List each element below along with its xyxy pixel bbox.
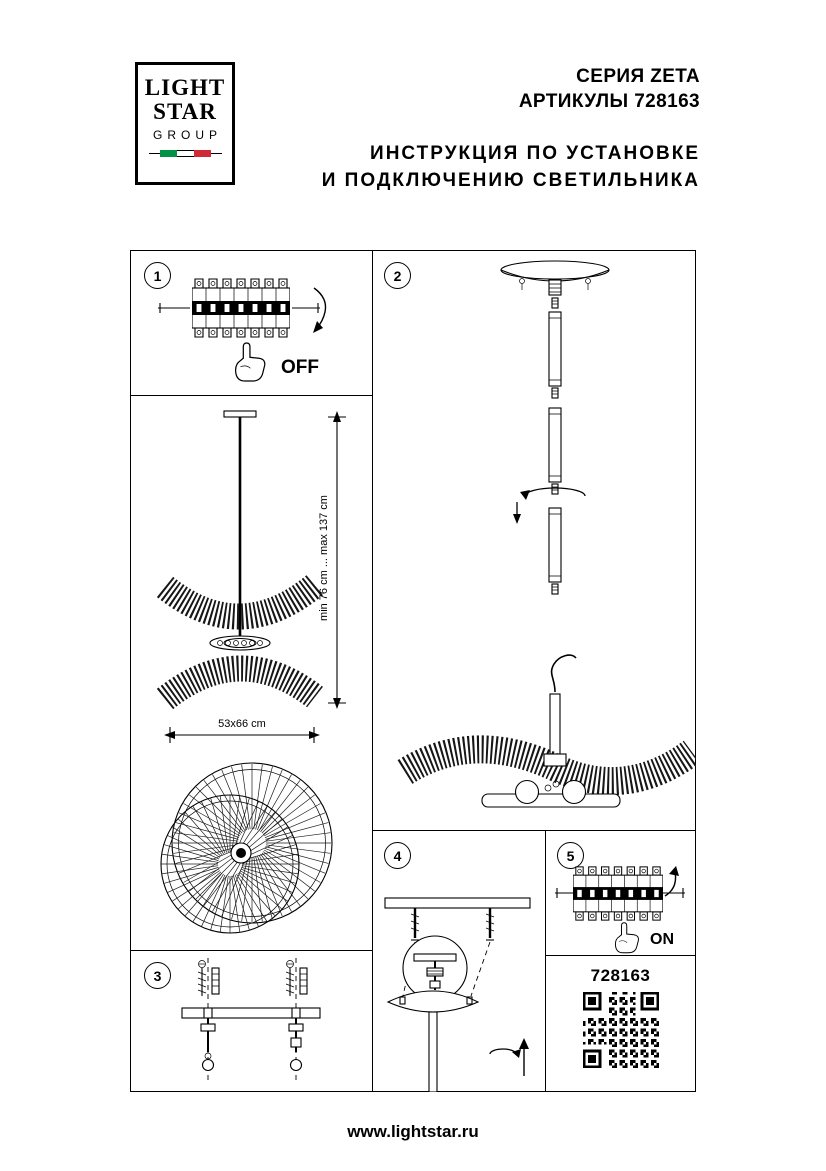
detail-magnifier-circle	[402, 935, 468, 1001]
hanging-screw-icon	[410, 908, 420, 941]
height-dimension-label: min 76 cm ... max 137 cm	[318, 495, 330, 621]
grid-divider	[130, 950, 372, 951]
hand-icon	[614, 922, 639, 954]
on-label: ON	[650, 931, 674, 948]
article-number-title: АРТИКУЛЫ 728163	[518, 91, 700, 112]
breaker-on-illustration: ON	[555, 866, 685, 954]
anchor-screw-icon	[197, 960, 220, 996]
lamp-assembly-drawing	[397, 654, 696, 808]
logo-word-light: LIGHT	[144, 75, 226, 100]
instruction-title-line2: И ПОДКЛЮЧЕНИЮ СВЕТИЛЬНИКА	[321, 170, 700, 191]
grid-divider	[545, 955, 696, 956]
canopy-drawing	[386, 990, 480, 1092]
step4-panel	[372, 830, 545, 1092]
diagram-frame	[130, 250, 696, 1092]
qr-code-wrap	[583, 992, 659, 1073]
circuit-breaker-icon	[192, 278, 290, 338]
step3-panel	[130, 950, 372, 1092]
header-series-block: СЕРИЯ ZETA АРТИКУЛЫ 728163	[519, 64, 700, 114]
logo-word-group: GROUP	[152, 128, 222, 143]
ceiling-plate-drawing	[223, 410, 257, 418]
step2-panel	[372, 250, 696, 830]
rotate-arrow-icon	[489, 1048, 521, 1058]
lamp-dimensions-illustration: min 76 cm ... max 137 cm 53x66 cm	[156, 410, 346, 934]
off-label: OFF	[281, 357, 319, 378]
canopy-drawing	[500, 260, 610, 296]
rotate-arrow-icon	[513, 487, 586, 524]
instruction-title-line1: ИНСТРУКЦИЯ ПО УСТАНОВКЕ	[370, 143, 700, 164]
italian-flag-icon	[138, 150, 232, 158]
hanging-screw-icon	[485, 908, 495, 941]
mounted-bar-drawing	[384, 897, 531, 909]
grid-divider	[372, 250, 373, 1092]
rod-sections-drawing	[548, 297, 562, 595]
step-2-badge: 2	[384, 262, 411, 289]
website-url: www.lightstar.ru	[347, 1122, 479, 1141]
lamp-top-view-drawing	[160, 762, 333, 934]
width-dimension: 53x66 cm	[164, 718, 320, 743]
header-instruction-block: ИНСТРУКЦИЯ ПО УСТАНОВКЕ И ПОДКЛЮЧЕНИЮ СВ…	[322, 140, 700, 194]
logo-word-star: STAR	[153, 99, 217, 125]
bracket-illustration	[181, 958, 321, 1084]
grid-divider	[545, 830, 546, 1092]
qr-code	[583, 992, 659, 1068]
step-5-badge: 5	[557, 842, 584, 869]
mounting-bar-drawing	[181, 1007, 321, 1019]
anchor-screw-icon	[285, 960, 308, 996]
canopy-mounting-illustration	[384, 897, 531, 1092]
article-number: 728163	[590, 966, 651, 985]
bulb-icon	[561, 779, 587, 805]
lower-shade-drawing	[156, 655, 323, 710]
height-dimension: min 76 cm ... max 137 cm	[318, 411, 346, 709]
step-2-number: 2	[393, 267, 402, 284]
width-dimension-label: 53x66 cm	[218, 718, 266, 730]
lamp-rod-drawing	[428, 1011, 438, 1092]
bulb-icon	[514, 779, 540, 805]
series-title: СЕРИЯ ZETA	[576, 66, 700, 87]
step1-panel: OFF	[130, 250, 372, 395]
step-3-number: 3	[153, 967, 162, 984]
shade-hub-drawing	[209, 635, 271, 651]
off-rotation-arrow	[313, 287, 327, 329]
step-5-number: 5	[566, 847, 575, 864]
threaded-stud-icon	[288, 1018, 304, 1072]
on-rotation-arrow	[664, 871, 677, 897]
assembly-illustration	[397, 260, 696, 808]
step-3-badge: 3	[144, 962, 171, 989]
hand-icon	[234, 342, 266, 382]
wire-drawing	[550, 654, 577, 693]
step-4-badge: 4	[384, 842, 411, 869]
threaded-stud-icon	[200, 1018, 216, 1072]
step5-panel: ON	[545, 830, 696, 955]
up-arrow-icon	[519, 1038, 529, 1076]
step-4-number: 4	[393, 847, 402, 864]
circuit-breaker-icon	[573, 866, 663, 921]
grid-divider	[372, 830, 696, 831]
lightstar-logo: LIGHT STAR GROUP	[135, 62, 235, 185]
breaker-off-illustration: OFF	[158, 278, 327, 382]
bulb-bar-drawing	[481, 793, 621, 808]
step-1-number: 1	[153, 267, 162, 284]
lamp-dimensions-panel: min 76 cm ... max 137 cm 53x66 cm	[130, 395, 372, 950]
grid-divider	[130, 395, 372, 396]
step-1-badge: 1	[144, 262, 171, 289]
